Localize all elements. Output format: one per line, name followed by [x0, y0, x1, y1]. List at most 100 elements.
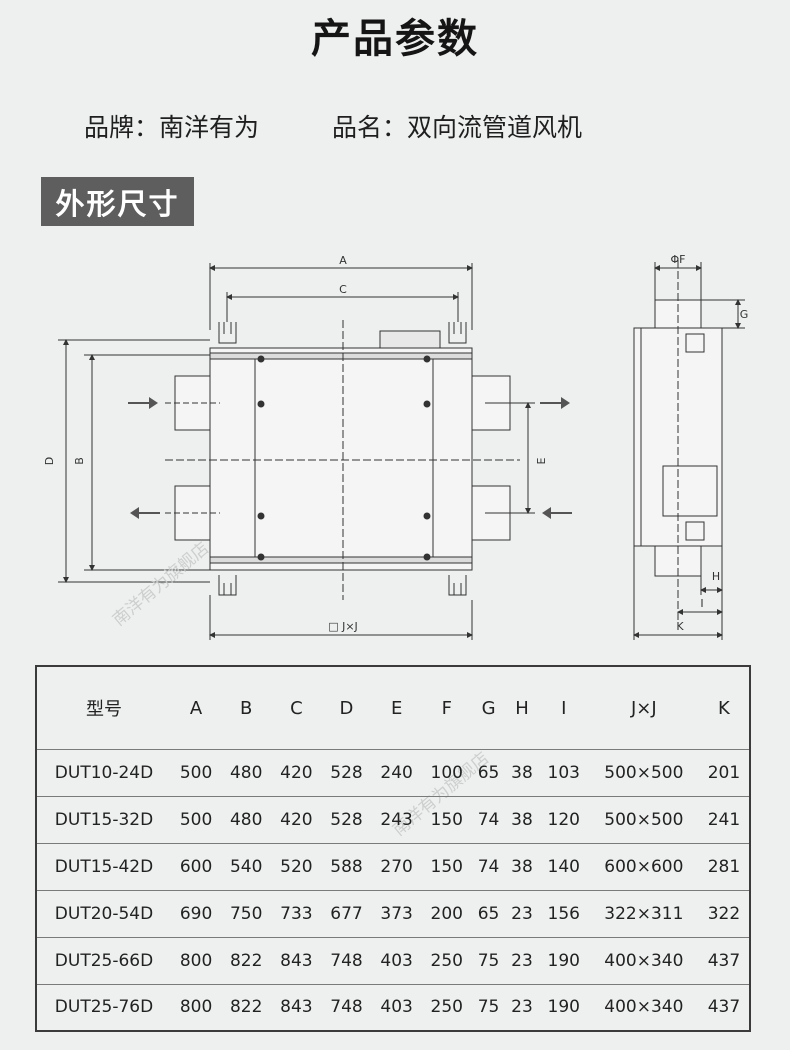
model-cell: DUT20-54D — [37, 890, 171, 938]
value-cell: 23 — [505, 890, 539, 938]
value-cell: 75 — [471, 937, 506, 985]
dim-label-e: E — [535, 457, 548, 464]
value-cell: 38 — [505, 843, 539, 891]
dim-label-f: ΦF — [671, 253, 686, 266]
value-cell: 74 — [471, 796, 506, 844]
table-header-row: 型号 A B C D E F G H I J×J K — [37, 667, 749, 750]
value-cell: 600×600 — [588, 843, 699, 891]
airflow-arrows — [128, 397, 572, 519]
value-cell: 843 — [280, 997, 313, 1018]
value-cell: 38 — [505, 749, 539, 797]
value-cell: 74 — [471, 843, 506, 891]
value-cell: 733 — [271, 890, 322, 938]
value-cell: 140 — [538, 843, 589, 891]
value-cell: 420 — [271, 749, 322, 797]
column-header: 型号 — [37, 667, 171, 750]
value-cell: 822 — [221, 937, 272, 985]
value-cell: 243 — [371, 796, 422, 844]
column-header: B — [221, 667, 272, 750]
dim-label-jj: □ J×J — [328, 620, 358, 633]
column-header: E — [371, 667, 422, 750]
value-cell: 500×500 — [588, 796, 699, 844]
value-cell: 156 — [538, 890, 589, 938]
column-header: A — [171, 667, 222, 750]
dimension-drawing: A C D B E □ J×J ΦF G H I K — [43, 253, 749, 640]
value-cell: 540 — [221, 843, 272, 891]
value-cell: 322×311 — [588, 890, 699, 938]
value-cell: 240 — [371, 749, 422, 797]
model-cell: DUT25-66D — [37, 937, 171, 985]
product-name-label: 品名：双向流管道风机 — [332, 113, 583, 142]
value-cell: 437 — [698, 937, 749, 985]
value-cell: 520 — [271, 843, 322, 891]
value-cell: 528 — [321, 749, 372, 797]
value-cell: 480 — [221, 749, 272, 797]
dim-label-k: K — [676, 620, 684, 633]
column-header: F — [421, 667, 472, 750]
value-cell: 400×340 — [588, 937, 699, 985]
value-cell: 600 — [171, 843, 222, 891]
value-cell: 677 — [321, 890, 372, 938]
value-cell: 38 — [505, 796, 539, 844]
model-cell: DUT10-24D — [37, 749, 171, 797]
value-cell: 437 — [707, 997, 741, 1018]
value-cell: 250 — [421, 937, 472, 985]
value-cell: 120 — [538, 796, 589, 844]
value-cell: 250 — [430, 997, 463, 1018]
dim-label-g: G — [740, 308, 749, 321]
value-cell: 403 — [380, 997, 413, 1018]
value-cell: 322 — [698, 890, 749, 938]
value-cell: 23 — [505, 937, 539, 985]
value-cell: 843 — [271, 937, 322, 985]
value-cell: 500×500 — [588, 749, 699, 797]
value-cell: 403 — [371, 937, 422, 985]
value-cell: 500 — [171, 749, 222, 797]
value-cell: 103 — [538, 749, 589, 797]
model-cell: DUT15-32D — [37, 796, 171, 844]
value-cell: 190 — [538, 937, 589, 985]
column-header: K — [698, 667, 749, 750]
dim-label-h: H — [712, 570, 720, 583]
value-cell: 65 — [471, 890, 506, 938]
front-view — [58, 263, 535, 640]
value-cell: 400×340 — [604, 997, 684, 1018]
value-cell: 528 — [321, 796, 372, 844]
column-header: I — [538, 667, 589, 750]
brand-label: 品牌：南洋有为 — [84, 113, 260, 142]
value-cell: 750 — [221, 890, 272, 938]
value-cell: 150 — [421, 843, 472, 891]
dim-label-i: I — [700, 597, 703, 610]
section-heading: 外形尺寸 — [41, 177, 194, 226]
value-cell: 748 — [330, 997, 363, 1018]
dim-label-d: D — [43, 457, 56, 465]
side-view — [633, 260, 745, 640]
dim-label-a: A — [339, 254, 347, 267]
value-cell: 75 — [477, 997, 500, 1018]
value-cell: 420 — [271, 796, 322, 844]
value-cell: 150 — [421, 796, 472, 844]
column-header: D — [321, 667, 372, 750]
column-header: H — [505, 667, 539, 750]
dim-label-c: C — [339, 283, 347, 296]
value-cell: 800 — [179, 997, 213, 1018]
value-cell: 201 — [698, 749, 749, 797]
value-cell: 100 — [421, 749, 472, 797]
value-cell: 822 — [229, 997, 263, 1018]
value-cell: 65 — [471, 749, 506, 797]
value-cell: 241 — [698, 796, 749, 844]
value-cell: 800 — [171, 937, 222, 985]
dim-label-b: B — [73, 457, 86, 465]
value-cell: 690 — [171, 890, 222, 938]
value-cell: 281 — [698, 843, 749, 891]
model-cell: DUT25-76D — [54, 997, 154, 1018]
column-header: G — [471, 667, 506, 750]
value-cell: 480 — [221, 796, 272, 844]
